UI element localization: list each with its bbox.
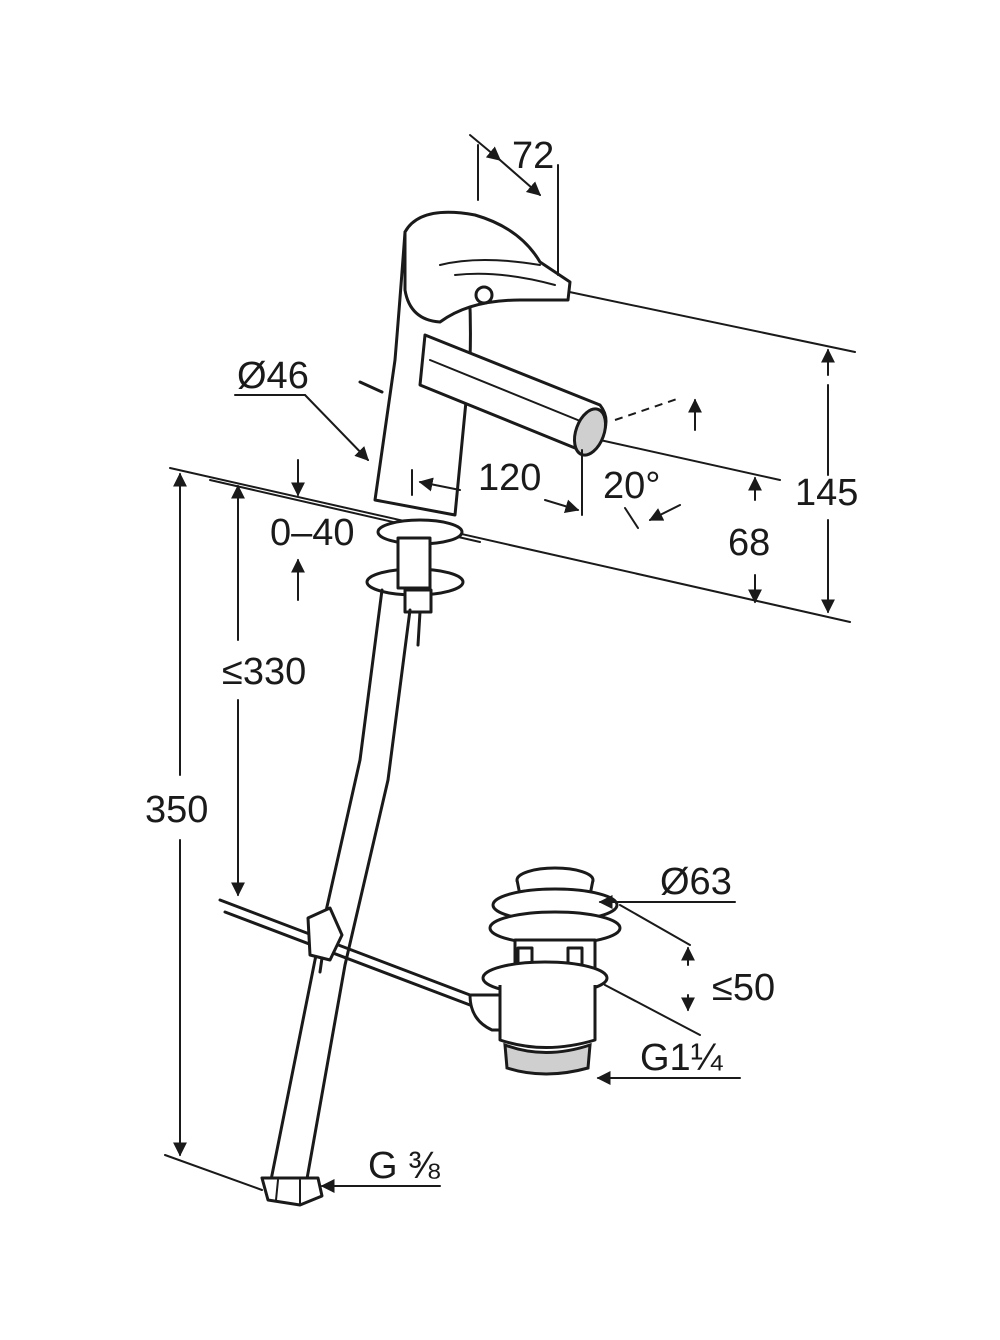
supply-hose xyxy=(260,588,412,1207)
label-pull-rod-length: ≤330 xyxy=(222,651,306,693)
label-spout-width: 72 xyxy=(512,135,554,177)
label-spout-reach: 120 xyxy=(478,457,541,499)
label-waste-height: ≤50 xyxy=(712,967,775,1009)
label-waste-thread: G1¼ xyxy=(640,1037,724,1079)
label-total-height: 145 xyxy=(795,472,858,514)
waste-fitting xyxy=(468,866,622,1076)
label-spout-angle: 20° xyxy=(603,465,660,507)
label-hose-length: 350 xyxy=(145,789,208,831)
faucet-body xyxy=(358,210,608,647)
label-body-diameter: Ø46 xyxy=(237,355,309,397)
deck-lines xyxy=(169,289,856,623)
label-hose-thread: G ⅜ xyxy=(368,1145,440,1187)
label-deck-thickness: 0–40 xyxy=(270,512,355,554)
dimension-lines xyxy=(164,134,835,1193)
label-waste-diameter: Ø63 xyxy=(660,861,732,903)
label-spout-height: 68 xyxy=(728,522,770,564)
pull-rod xyxy=(218,898,472,1007)
